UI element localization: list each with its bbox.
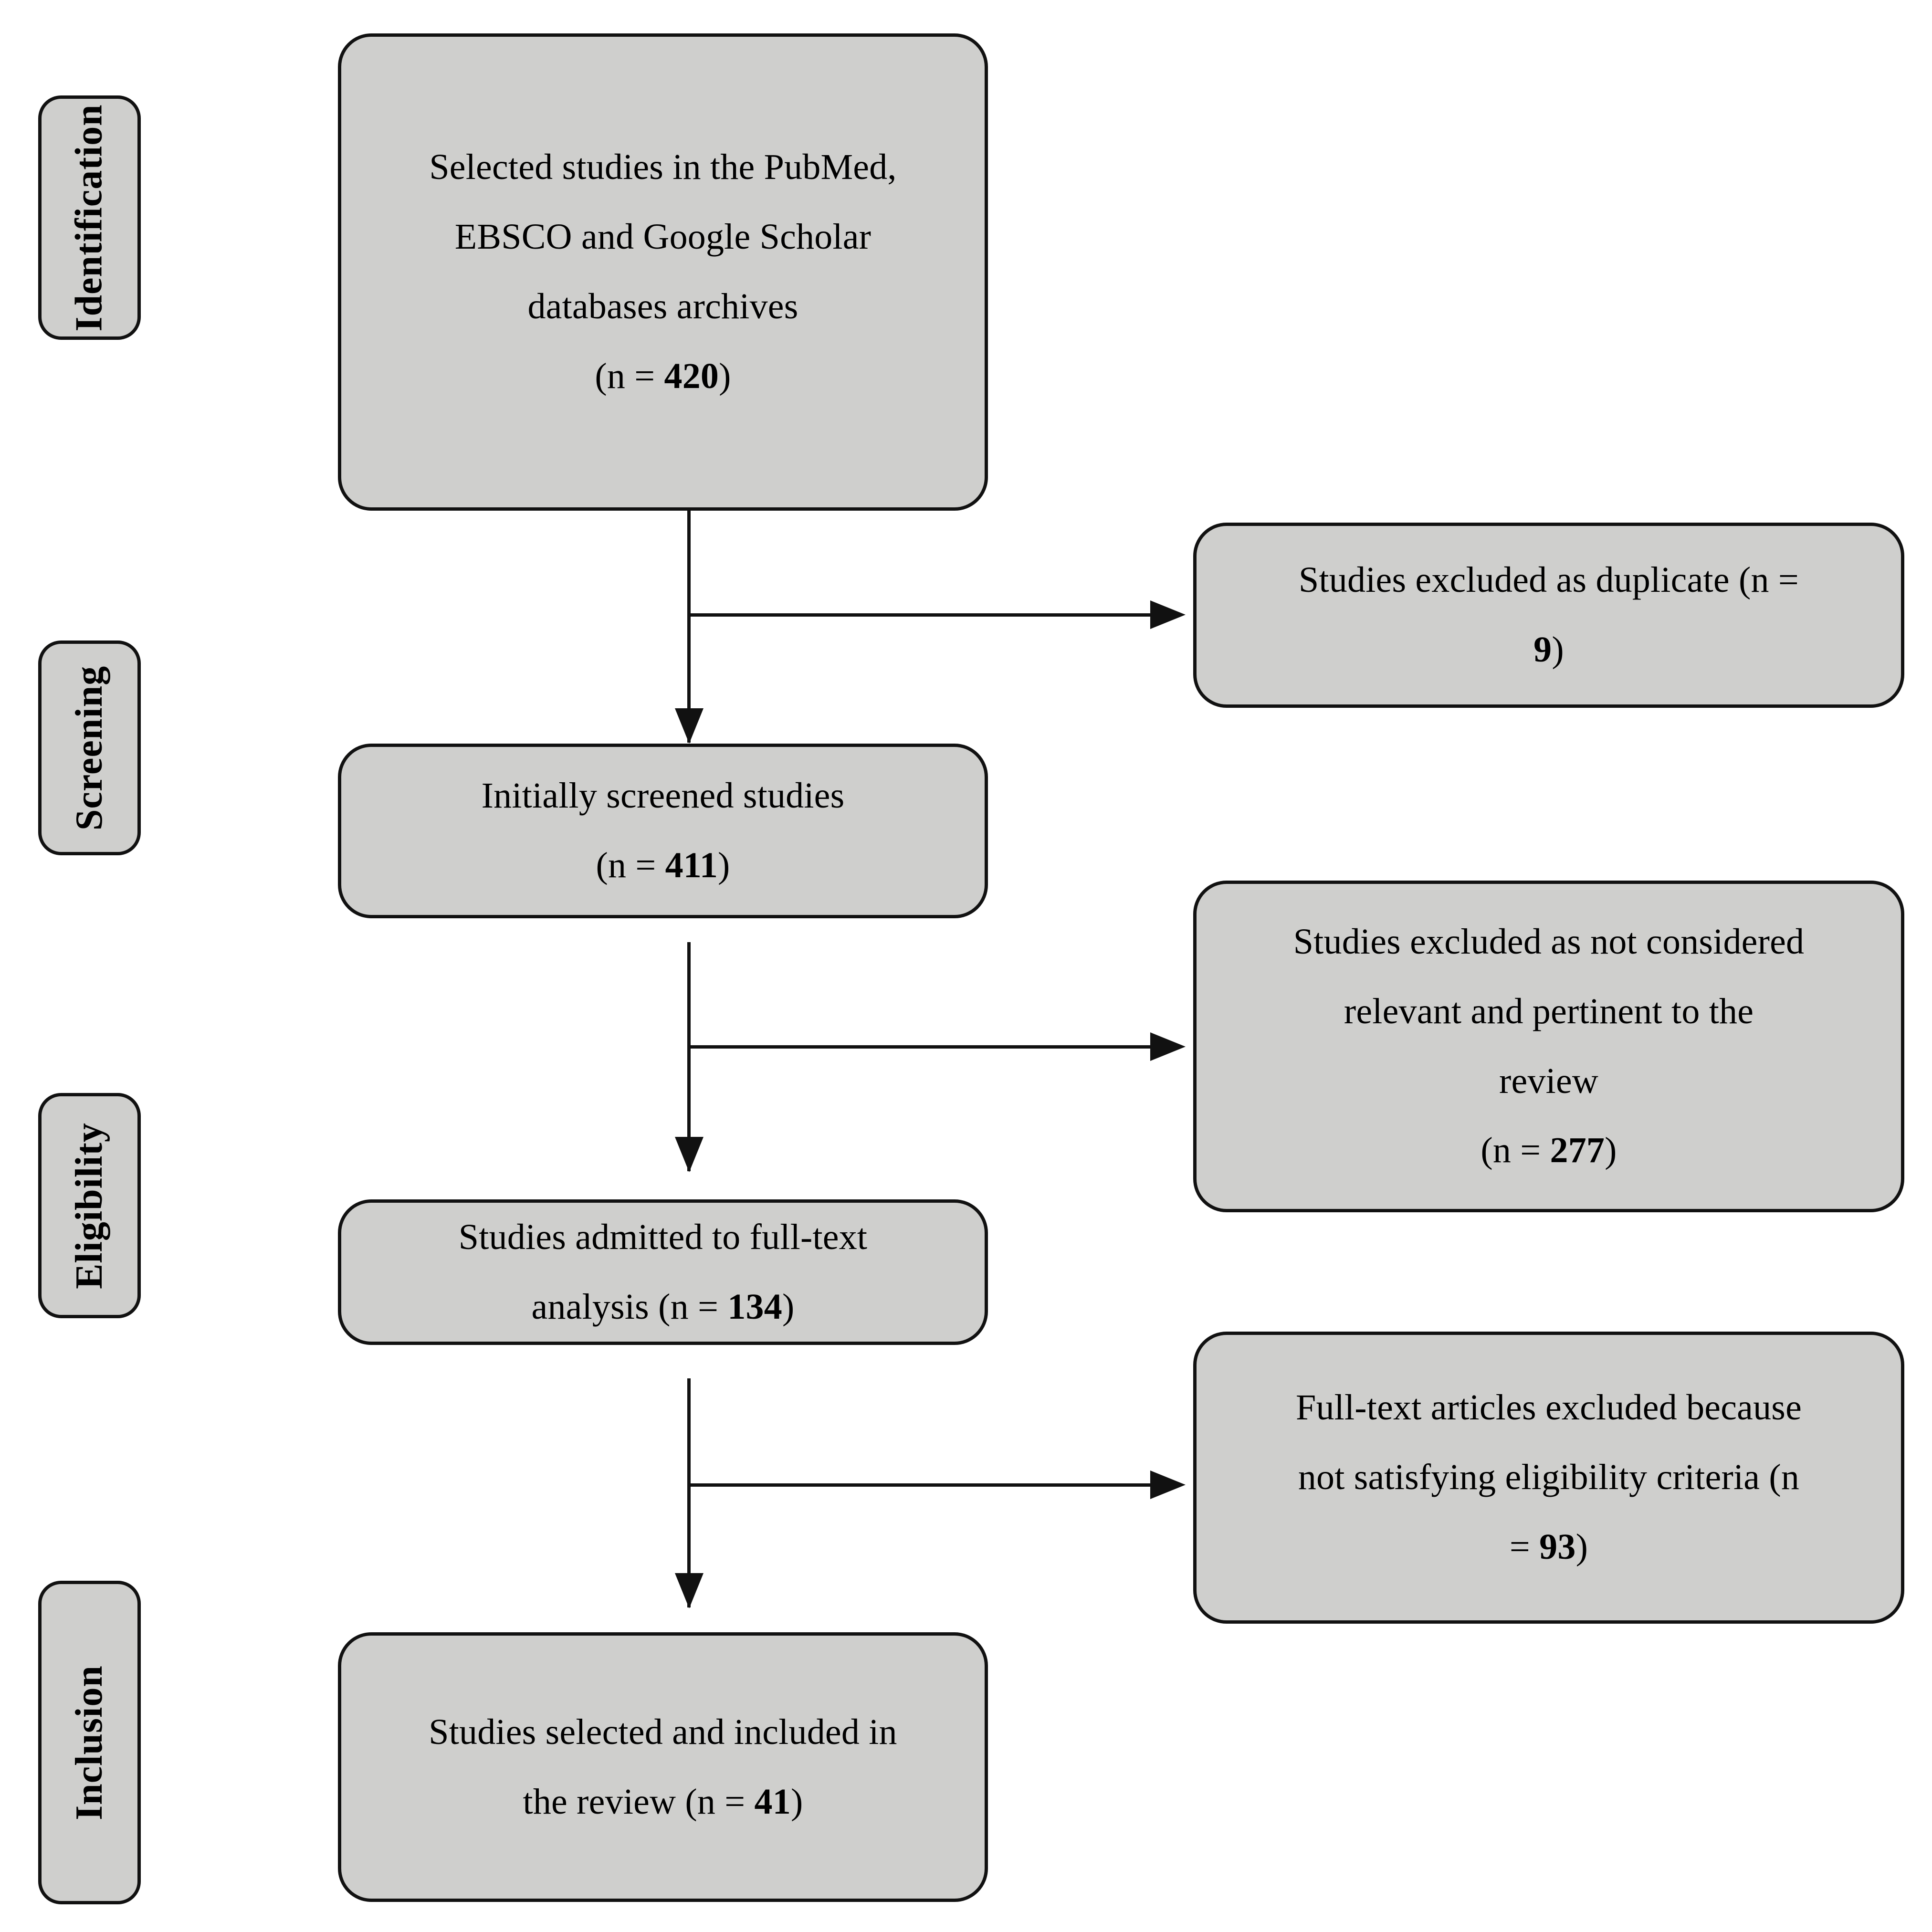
- arrowhead-right-3: [1150, 1470, 1186, 1499]
- exclusion-box-line: Studies excluded as not considered: [1293, 921, 1805, 962]
- connector-vertical-2: [687, 942, 691, 1171]
- exclusion-box-line: Full-text articles excluded because: [1295, 1387, 1802, 1428]
- count-value: 41: [754, 1781, 791, 1822]
- flow-box-text: Studies admitted to full-text analysis (…: [434, 1203, 892, 1342]
- exclusion-box-line: review: [1499, 1060, 1598, 1101]
- count-prefix: =: [1509, 1526, 1540, 1567]
- count-prefix: analysis (n =: [531, 1286, 728, 1327]
- arrowhead-down-1: [675, 708, 704, 744]
- stage-label-inclusion: Inclusion: [38, 1581, 141, 1904]
- flow-box-count: (n = 420): [429, 342, 896, 411]
- flow-box-fulltext-assessed: Studies admitted to full-text analysis (…: [338, 1199, 988, 1345]
- exclusion-box-text: Studies excluded as duplicate (n = 9): [1274, 546, 1824, 685]
- count-suffix: ): [1552, 630, 1564, 670]
- flow-box-text: Studies selected and included in the rev…: [404, 1698, 922, 1837]
- stage-label-text: Screening: [68, 665, 111, 830]
- arrowhead-right-2: [1150, 1032, 1186, 1061]
- count-value: 134: [727, 1286, 782, 1327]
- count-value: 277: [1550, 1130, 1605, 1171]
- count-suffix: ): [1605, 1130, 1617, 1171]
- flow-box-line: databases archives: [527, 286, 798, 326]
- flow-box-count: (n = 411): [482, 831, 845, 901]
- flow-box-text: Initially screened studies (n = 411): [457, 761, 870, 901]
- stage-label-screening: Screening: [38, 640, 141, 855]
- exclusion-box-eligibility-criteria: Full-text articles excluded because not …: [1193, 1332, 1904, 1624]
- exclusion-box-count: = 93): [1296, 1512, 1802, 1582]
- exclusion-box-text: Studies excluded as not considered relev…: [1269, 907, 1829, 1186]
- count-prefix: (n =: [1480, 1130, 1550, 1171]
- flow-box-text: Selected studies in the PubMed, EBSCO an…: [404, 133, 921, 411]
- exclusion-box-duplicates: Studies excluded as duplicate (n = 9): [1193, 523, 1904, 708]
- count-prefix: the review (n =: [523, 1781, 755, 1822]
- exclusion-box-line: not satisfying eligibility criteria (n: [1298, 1457, 1800, 1498]
- connector-horizontal-2: [687, 1045, 1150, 1049]
- count-suffix: ): [719, 356, 731, 396]
- stage-label-eligibility: Eligibility: [38, 1093, 141, 1318]
- flow-box-line: EBSCO and Google Scholar: [454, 217, 872, 257]
- exclusion-box-line: Studies excluded as duplicate (n =: [1299, 560, 1799, 600]
- stage-label-text: Inclusion: [68, 1665, 111, 1820]
- flow-box-line: Selected studies in the PubMed,: [429, 147, 897, 188]
- connector-horizontal-3: [687, 1483, 1150, 1487]
- flow-box-line: Studies selected and included in: [429, 1712, 897, 1752]
- count-suffix: ): [782, 1286, 795, 1327]
- connector-horizontal-1: [687, 613, 1150, 617]
- arrowhead-down-2: [675, 1137, 704, 1172]
- exclusion-box-count: 9): [1299, 615, 1799, 685]
- count-suffix: ): [718, 845, 730, 885]
- stage-label-text: Identification: [68, 104, 111, 332]
- count-suffix: ): [790, 1781, 803, 1822]
- count-value: 9: [1533, 630, 1552, 670]
- count-value: 411: [665, 845, 718, 885]
- flow-box-included-studies: Studies selected and included in the rev…: [338, 1632, 988, 1902]
- flow-box-identification-records: Selected studies in the PubMed, EBSCO an…: [338, 33, 988, 511]
- flow-box-count: analysis (n = 134): [459, 1272, 867, 1342]
- flow-box-screened-records: Initially screened studies (n = 411): [338, 744, 988, 918]
- stage-label-identification: Identification: [38, 95, 141, 340]
- flow-box-count: the review (n = 41): [429, 1767, 897, 1837]
- count-suffix: ): [1575, 1526, 1588, 1567]
- connector-vertical-3: [687, 1378, 691, 1607]
- connector-vertical-1: [687, 511, 691, 743]
- arrowhead-right-1: [1150, 600, 1186, 629]
- exclusion-box-line: relevant and pertinent to the: [1344, 991, 1754, 1031]
- exclusion-box-count: (n = 277): [1293, 1116, 1805, 1186]
- stage-label-text: Eligibility: [68, 1122, 111, 1289]
- count-value: 93: [1539, 1526, 1576, 1567]
- count-prefix: (n =: [596, 845, 665, 885]
- count-value: 420: [664, 356, 719, 396]
- exclusion-box-text: Full-text articles excluded because not …: [1271, 1373, 1827, 1582]
- flow-box-line: Initially screened studies: [481, 776, 845, 816]
- count-prefix: (n =: [595, 356, 664, 396]
- flow-box-line: Studies admitted to full-text: [458, 1217, 868, 1257]
- exclusion-box-not-relevant: Studies excluded as not considered relev…: [1193, 881, 1904, 1212]
- arrowhead-down-3: [675, 1573, 704, 1608]
